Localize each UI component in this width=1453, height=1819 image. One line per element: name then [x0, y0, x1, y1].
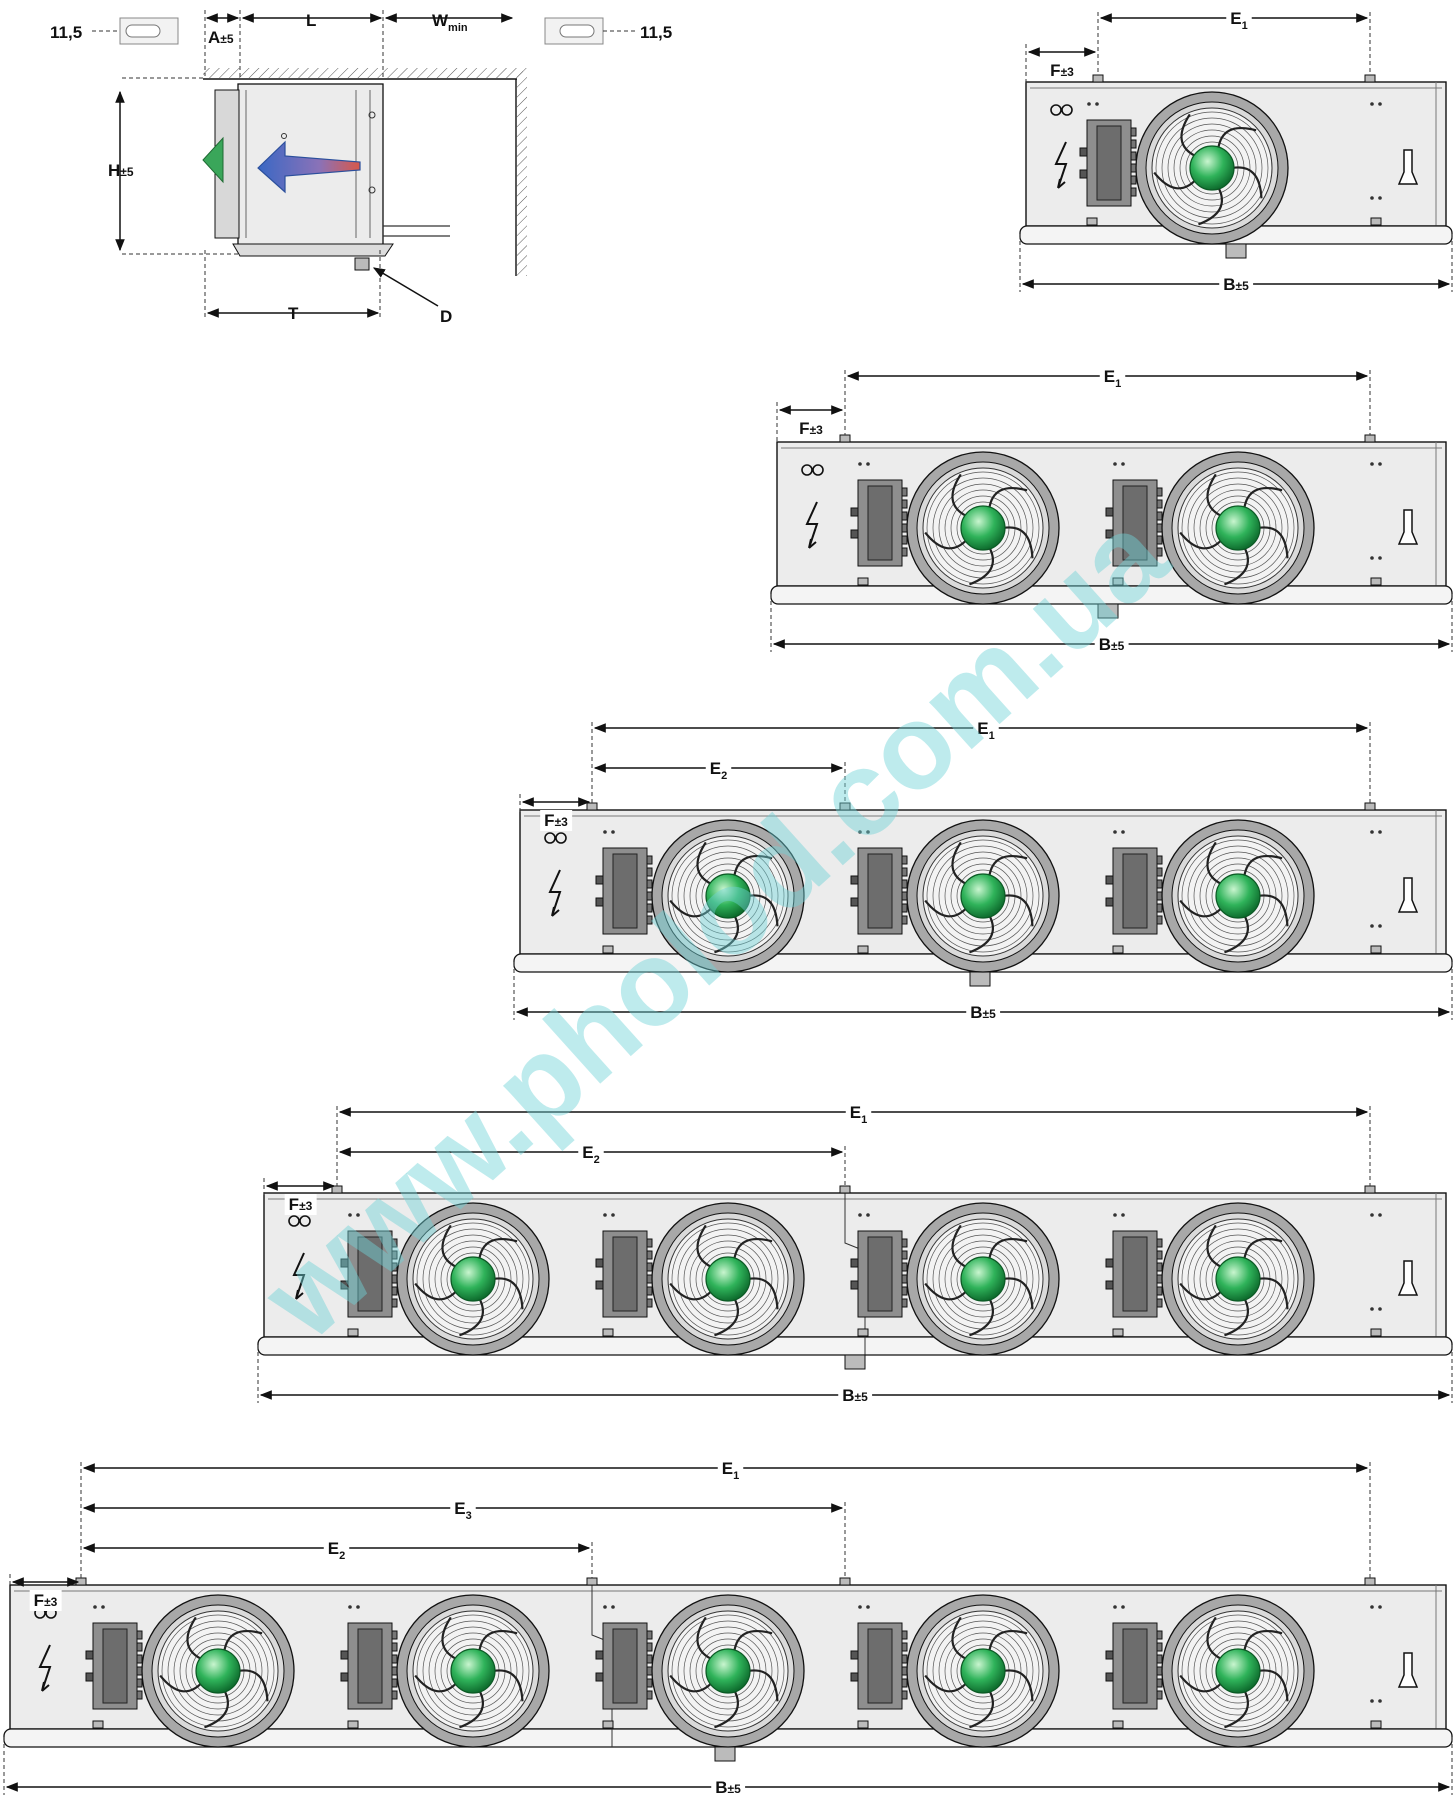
- lightning-icon: [1054, 141, 1068, 189]
- motor-terminal-box: [1105, 847, 1163, 935]
- drain-outlet: [1225, 243, 1247, 259]
- side-unit-body: [214, 83, 450, 271]
- dim-label-b: B±5: [842, 1386, 868, 1405]
- dim-label-f: F±3: [34, 1591, 58, 1610]
- drain-outlet: [844, 1354, 866, 1370]
- dim-label-e2: E2: [328, 1539, 345, 1562]
- lightning-icon: [805, 501, 819, 549]
- fan-icon: [651, 819, 805, 973]
- dim-label-t: T: [288, 304, 299, 323]
- dim-label-b: B±5: [715, 1778, 741, 1797]
- dim-label-e1: E1: [1230, 9, 1247, 32]
- fan-icon: [651, 1594, 805, 1748]
- front-views: B±5E1F±3B±5E1F±3B±5E1E2F±3B±5E1E2F±3B±5E…: [3, 8, 1453, 1798]
- drain-outlet: [714, 1746, 736, 1762]
- dim-label-f: F±3: [799, 419, 823, 438]
- slot-icon-left: [92, 17, 179, 45]
- fan-icon: [651, 1202, 805, 1356]
- dim-label-d: D: [440, 307, 452, 326]
- fan-icon: [141, 1594, 295, 1748]
- dim-label-e2: E2: [582, 1143, 599, 1166]
- dim-label-f: F±3: [289, 1195, 313, 1214]
- fan-icon: [906, 1594, 1060, 1748]
- drain-icon: [1397, 1260, 1419, 1296]
- side-view: 11,5 11,5 A±5 L Wmin H±5: [50, 10, 672, 326]
- drain-outlet: [1097, 603, 1119, 619]
- fan-icon: [906, 1202, 1060, 1356]
- fan-icon: [396, 1594, 550, 1748]
- double-circle-icon: [1050, 104, 1073, 116]
- dim-label-e1: E1: [1104, 367, 1121, 390]
- double-circle-icon: [801, 464, 824, 476]
- motor-terminal-box: [1105, 1230, 1163, 1318]
- motor-terminal-box: [595, 1230, 653, 1318]
- double-circle-icon: [288, 1215, 311, 1227]
- motor-terminal-box: [1079, 119, 1137, 207]
- dim-label-e2: E2: [710, 759, 727, 782]
- fan-icon: [396, 1202, 550, 1356]
- front-view-1-fan: B±5 E1F±3: [1019, 8, 1453, 295]
- dim-label-w: Wmin: [432, 11, 468, 34]
- motor-terminal-box: [595, 1622, 653, 1710]
- dim-label-f: F±3: [544, 811, 568, 830]
- fan-icon: [1161, 451, 1315, 605]
- dim-label-e3: E3: [454, 1499, 471, 1522]
- double-circle-icon: [544, 832, 567, 844]
- lightning-icon: [292, 1252, 306, 1300]
- slot-label-right: 11,5: [640, 23, 672, 42]
- dim-label-e1: E1: [850, 1103, 867, 1126]
- slot-icon-right: [544, 17, 635, 45]
- drain-icon: [1397, 1652, 1419, 1688]
- front-view-2-fan: B±5 E1F±3: [770, 366, 1453, 655]
- dim-label-a: A±5: [208, 28, 234, 47]
- dim-label-e1: E1: [977, 719, 994, 742]
- dim-label-e1: E1: [722, 1459, 739, 1482]
- motor-terminal-box: [850, 847, 908, 935]
- valve-icon: [202, 136, 224, 184]
- fan-icon: [1161, 1594, 1315, 1748]
- airflow-arrow-icon: [257, 140, 361, 194]
- lightning-icon: [548, 869, 562, 917]
- motor-terminal-box: [1105, 1622, 1163, 1710]
- drain-icon: [1397, 509, 1419, 545]
- dim-label-b: B±5: [1223, 275, 1249, 294]
- fan-icon: [1161, 1202, 1315, 1356]
- lightning-icon: [38, 1644, 52, 1692]
- drain-icon: [1397, 877, 1419, 913]
- dim-label-b: B±5: [1099, 635, 1125, 654]
- motor-terminal-box: [850, 479, 908, 567]
- motor-terminal-box: [850, 1230, 908, 1318]
- drain-outlet: [969, 971, 991, 987]
- motor-terminal-box: [340, 1622, 398, 1710]
- motor-terminal-box: [340, 1230, 398, 1318]
- motor-terminal-box: [85, 1622, 143, 1710]
- fan-icon: [1135, 91, 1289, 245]
- motor-terminal-box: [595, 847, 653, 935]
- dim-label-h: H±5: [108, 161, 134, 180]
- dim-label-l: L: [306, 11, 316, 30]
- motor-terminal-box: [1105, 479, 1163, 567]
- fan-icon: [1161, 819, 1315, 973]
- fan-icon: [906, 451, 1060, 605]
- dim-label-b: B±5: [970, 1003, 996, 1022]
- slot-label-left: 11,5: [50, 23, 82, 42]
- dim-label-f: F±3: [1050, 61, 1074, 80]
- drain-icon: [1397, 149, 1419, 185]
- motor-terminal-box: [850, 1622, 908, 1710]
- fan-icon: [906, 819, 1060, 973]
